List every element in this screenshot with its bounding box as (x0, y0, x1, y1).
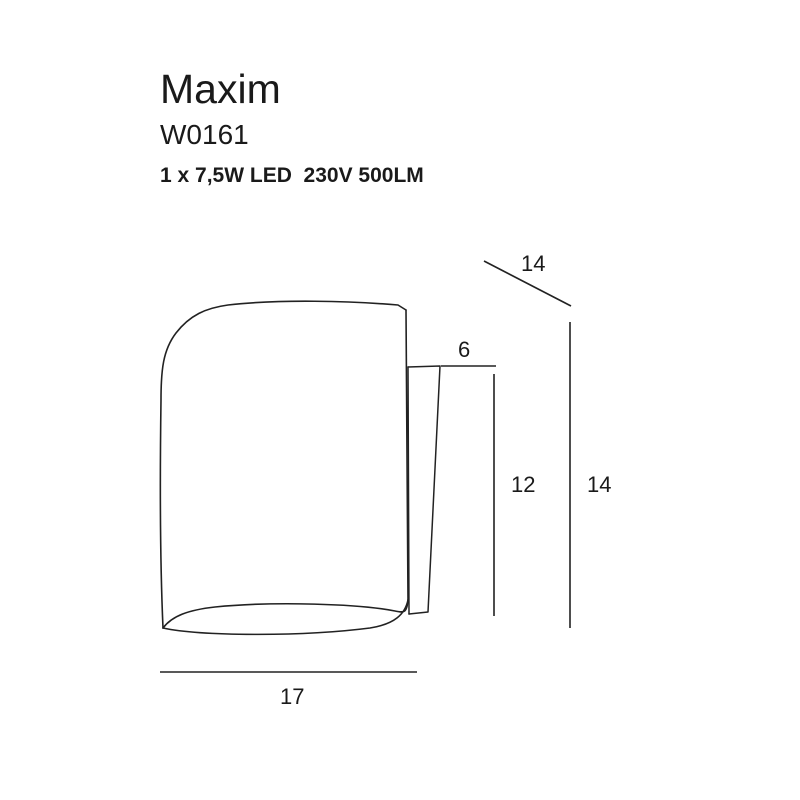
product-header: Maxim W0161 1 x 7,5W LED 230V 500LM (160, 66, 580, 189)
dimension-line-depth-14 (483, 260, 572, 307)
backplate-edges (407, 365, 441, 615)
lamp-body-outline (159, 300, 409, 636)
shade-left-and-top-edge (159, 300, 407, 629)
shade-bottom-front-lip (162, 599, 409, 636)
backplate-front-edge (407, 366, 410, 615)
dimension-label-backplate-width: 6 (458, 337, 471, 362)
dimension-label-overall-width: 17 (280, 684, 305, 709)
dimension-lines (160, 260, 572, 673)
shade-right-edge (405, 309, 409, 601)
product-specification: 1 x 7,5W LED 230V 500LM (160, 164, 424, 187)
shade-bottom-inner-curve (162, 599, 409, 629)
dimension-label-depth: 14 (521, 251, 546, 276)
dimension-label-backplate-height: 12 (511, 472, 536, 497)
page-title: Maxim (160, 66, 281, 112)
product-code: W0161 (160, 119, 249, 150)
dimension-label-overall-height: 14 (587, 472, 612, 497)
wall-backplate-outline (407, 365, 441, 615)
